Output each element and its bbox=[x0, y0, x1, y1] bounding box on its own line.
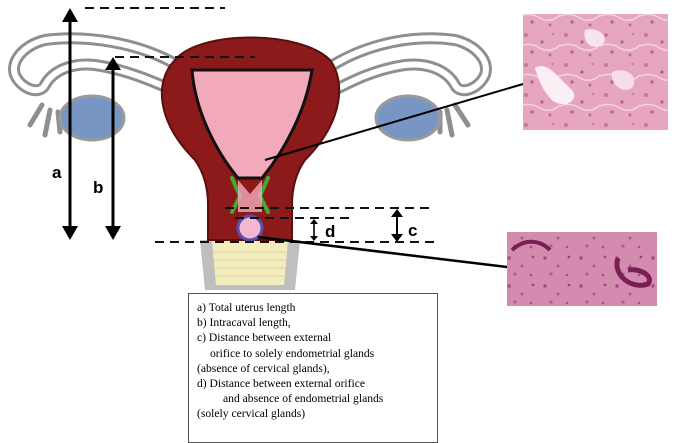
legend-d-line1: d) Distance between external orifice bbox=[197, 376, 431, 391]
legend-c-line3: (absence of cervical glands), bbox=[197, 361, 431, 376]
label-b: b bbox=[93, 178, 103, 197]
legend-box: a) Total uterus length b) Intracaval len… bbox=[188, 293, 438, 443]
legend-b: b) Intracaval length, bbox=[197, 315, 431, 330]
arrow-b bbox=[105, 57, 121, 240]
legend-d-line3: (solely cervical glands) bbox=[197, 406, 431, 421]
legend-d-line2: and absence of endometrial glands bbox=[197, 391, 431, 406]
label-a: a bbox=[52, 163, 62, 182]
legend-c-line1: c) Distance between external bbox=[197, 330, 431, 345]
arrow-c bbox=[391, 209, 403, 242]
histology-top-image bbox=[523, 14, 668, 130]
label-c: c bbox=[408, 221, 417, 240]
vagina bbox=[212, 240, 288, 285]
legend-a: a) Total uterus length bbox=[197, 300, 431, 315]
arrow-d bbox=[310, 219, 318, 241]
label-d: d bbox=[325, 222, 335, 241]
histology-bottom-image bbox=[507, 232, 657, 306]
legend-c-line2: orifice to solely endometrial glands bbox=[197, 346, 431, 361]
